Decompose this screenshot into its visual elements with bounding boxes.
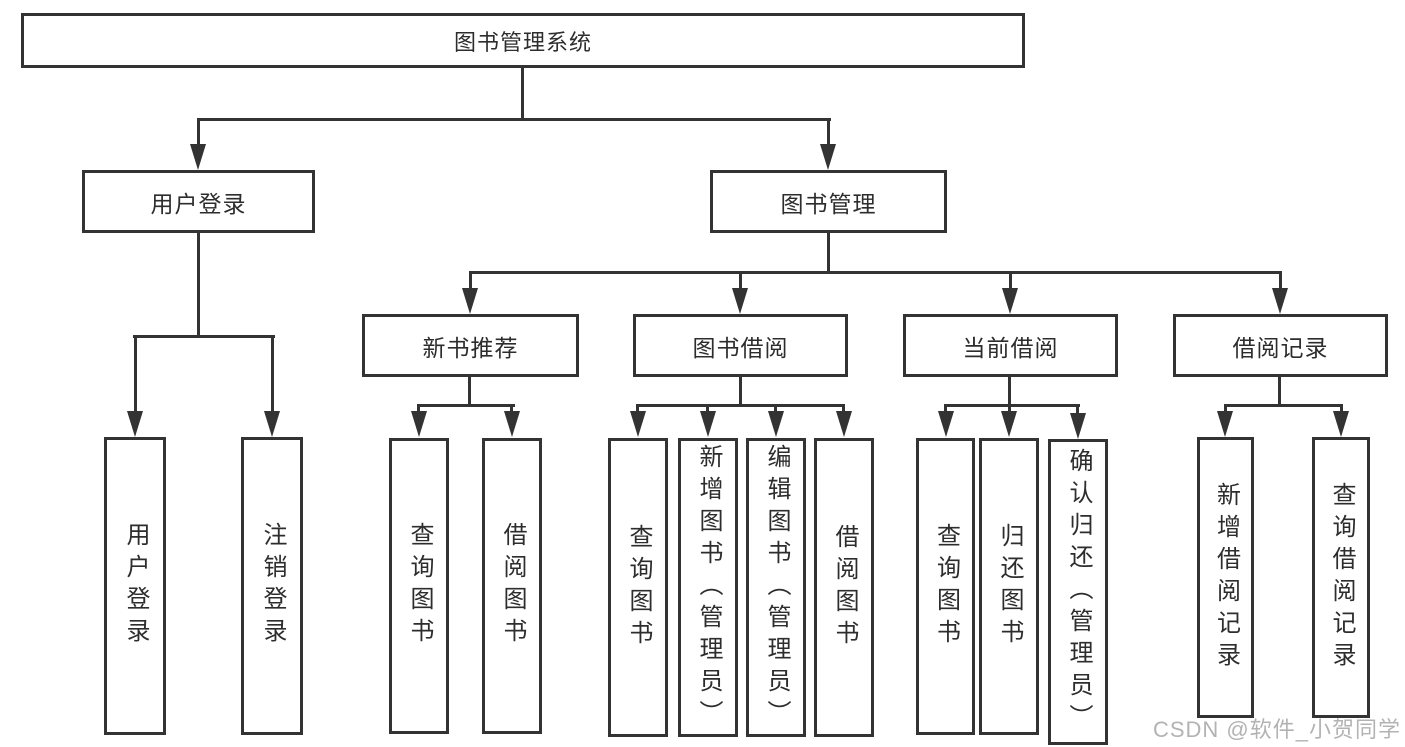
connector-line [1224, 404, 1343, 407]
connector-line [197, 118, 200, 146]
leaf-label: 归还图书 [996, 522, 1023, 651]
connector-line [197, 233, 200, 338]
connector-line [468, 377, 471, 407]
leaf-label: 查询借阅记录 [1328, 481, 1355, 674]
connector-line [706, 404, 709, 414]
leaf-confirm-return-admin: 确认归还（管理员） [1048, 439, 1108, 745]
arrow-down-icon [1070, 413, 1086, 439]
node-label: 用户登录 [150, 190, 247, 217]
connector-line [944, 404, 947, 414]
node-label: 图书管理系统 [453, 29, 592, 55]
leaf-label: 借阅图书 [499, 522, 526, 650]
arrow-down-icon [630, 411, 646, 437]
arrow-down-icon [411, 411, 427, 437]
connector-line [739, 377, 742, 407]
connector-line [1008, 377, 1011, 407]
node-library-system: 图书管理系统 [21, 13, 1025, 68]
leaf-label: 借阅图书 [831, 523, 858, 652]
leaf-label: 用户登录 [122, 522, 149, 650]
connector-line [1224, 404, 1227, 414]
leaf-edit-books-admin: 编辑图书（管理员） [746, 438, 806, 737]
connector-line [271, 335, 274, 413]
node-label: 图书管理 [780, 190, 877, 217]
node-book-borrowing: 图书借阅 [633, 314, 848, 377]
leaf-borrow-books: 借阅图书 [814, 438, 874, 737]
node-current-borrowing: 当前借阅 [903, 314, 1118, 377]
connector-line [1278, 377, 1281, 407]
node-book-management: 图书管理 [710, 170, 947, 233]
arrow-down-icon [462, 288, 478, 314]
arrow-down-icon [1217, 411, 1233, 437]
connector-line [739, 271, 742, 290]
connector-line [1076, 404, 1079, 415]
arrow-down-icon [190, 144, 206, 170]
leaf-query-borrow-record: 查询借阅记录 [1312, 437, 1370, 718]
connector-line [417, 404, 515, 407]
leaf-logout: 注销登录 [241, 437, 303, 735]
connector-line [469, 271, 472, 290]
connector-line [521, 68, 524, 121]
connector-line [1009, 271, 1012, 290]
arrow-down-icon [938, 411, 954, 437]
leaf-label: 确认归还（管理员） [1065, 448, 1092, 736]
node-new-book-recommend: 新书推荐 [362, 314, 579, 377]
connector-line [842, 404, 845, 414]
node-user-login: 用户登录 [82, 170, 315, 233]
connector-line [1340, 404, 1343, 414]
connector-line [827, 118, 830, 146]
leaf-label: 注销登录 [259, 522, 286, 650]
arrow-down-icon [820, 144, 836, 170]
arrow-down-icon [732, 288, 748, 314]
leaf-label: 新增图书（管理员） [695, 443, 722, 732]
arrow-down-icon [504, 411, 520, 437]
arrow-down-icon [768, 411, 784, 437]
leaf-label: 查询图书 [932, 522, 960, 651]
connector-line [1279, 271, 1282, 290]
connector-line [944, 404, 1080, 407]
connector-line [774, 404, 777, 414]
node-borrowing-records: 借阅记录 [1173, 314, 1388, 377]
connector-line [510, 404, 513, 414]
leaf-return-books: 归还图书 [979, 438, 1039, 735]
leaf-label: 查询图书 [625, 523, 652, 652]
connector-line [636, 404, 639, 414]
connector-line [197, 118, 831, 121]
leaf-user-login: 用户登录 [104, 437, 166, 735]
connector-line [469, 271, 1282, 274]
node-label: 新书推荐 [422, 334, 519, 361]
arrow-down-icon [264, 411, 280, 437]
leaf-add-books-admin: 新增图书（管理员） [678, 438, 738, 737]
node-label: 借阅记录 [1232, 334, 1329, 361]
connector-line [417, 404, 420, 414]
leaf-label: 编辑图书（管理员） [763, 443, 790, 732]
arrow-down-icon [1272, 288, 1288, 314]
node-label: 当前借阅 [962, 334, 1059, 361]
leaf-borrow-books: 借阅图书 [482, 438, 542, 734]
node-label: 图书借阅 [692, 334, 789, 361]
watermark: CSDN @软件_小贺同学 [1152, 717, 1401, 742]
arrow-down-icon [700, 411, 716, 437]
connector-line [133, 335, 275, 338]
leaf-query-books: 查询图书 [916, 438, 975, 735]
connector-line [1008, 404, 1011, 414]
arrow-down-icon [127, 411, 143, 437]
connector-line [134, 335, 137, 413]
arrow-down-icon [836, 411, 852, 437]
arrow-down-icon [1001, 411, 1017, 437]
leaf-query-books: 查询图书 [389, 438, 449, 734]
connector-line [827, 233, 830, 274]
leaf-label: 新增借阅记录 [1212, 481, 1240, 674]
leaf-label: 查询图书 [406, 522, 433, 650]
arrow-down-icon [1002, 288, 1018, 314]
leaf-add-borrow-record: 新增借阅记录 [1197, 437, 1254, 718]
leaf-query-books: 查询图书 [608, 438, 668, 737]
connector-line [637, 404, 845, 407]
arrow-down-icon [1333, 411, 1349, 437]
